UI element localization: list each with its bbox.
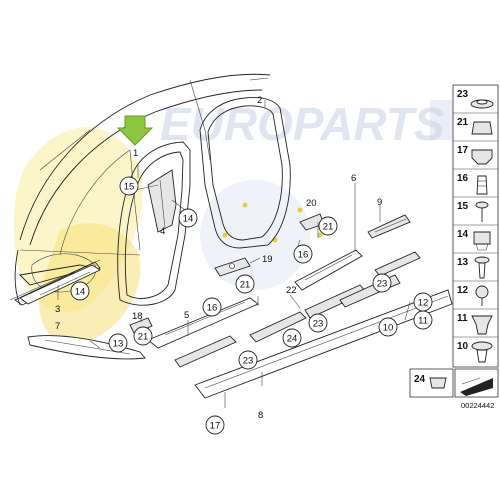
legend-label-12: 12 [457, 285, 469, 296]
retainer-clip-icon [471, 149, 493, 165]
entrance-trim-6 [294, 249, 363, 291]
circled-15: 15 [124, 182, 135, 193]
highlight-arrow-icon [116, 115, 154, 146]
legend-label-13: 13 [457, 257, 469, 268]
leader-lines [57, 100, 411, 408]
circled-14-b: 14 [75, 287, 86, 298]
callout-4: 4 [160, 226, 165, 237]
circled-23-a: 23 [377, 279, 388, 290]
clip-18 [129, 317, 153, 334]
cap-icon [471, 341, 493, 351]
callout-1: 1 [133, 148, 138, 159]
plug-icon [476, 175, 488, 195]
legend-label-14: 14 [457, 229, 469, 240]
clip-24-icon [429, 377, 447, 389]
legend-label-10: 10 [457, 341, 469, 352]
expanding-nut-icon [473, 231, 491, 245]
legend-label-17: 17 [457, 145, 469, 156]
spreader-rivet-icon [471, 315, 493, 335]
circled-24: 24 [287, 334, 298, 345]
circled-21-a: 21 [323, 222, 334, 233]
legend-label-21: 21 [457, 117, 469, 128]
callout-20: 20 [306, 198, 317, 209]
callout-3: 3 [55, 304, 60, 315]
pillar-trim [147, 169, 177, 233]
legend-label-16: 16 [457, 173, 469, 184]
callout-19: 19 [262, 254, 273, 265]
circled-21-b: 21 [240, 280, 251, 291]
circled-callouts: 15 14 14 13 21 21 21 16 16 23 23 23 24 1… [70, 176, 433, 435]
callout-8: 8 [258, 410, 263, 421]
sill-section-icon [460, 378, 493, 396]
screw-icon [475, 201, 489, 209]
callout-7: 7 [55, 321, 60, 332]
circled-23-b: 23 [313, 319, 324, 330]
circled-12: 12 [418, 298, 429, 309]
legend-label-23: 23 [457, 89, 469, 100]
sill-panel-7 [27, 335, 146, 360]
callout-2: 2 [257, 95, 262, 106]
circled-10: 10 [383, 323, 394, 334]
parts-legend: 23 21 17 16 15 14 13 12 11 10 24 [409, 84, 499, 410]
circled-23-c: 23 [243, 356, 254, 367]
door-seal-outer [199, 97, 291, 249]
legend-label-24: 24 [414, 374, 426, 385]
circled-13: 13 [113, 339, 124, 350]
callout-5: 5 [184, 310, 189, 321]
sill-strip-3 [19, 264, 101, 305]
clip-19 [214, 257, 251, 277]
circled-16-b: 16 [207, 303, 218, 314]
callout-6: 6 [351, 173, 356, 184]
push-nut-icon [475, 285, 489, 299]
callout-9: 9 [377, 197, 382, 208]
circled-14-a: 14 [183, 214, 194, 225]
circled-11: 11 [418, 316, 428, 327]
clip-9 [367, 214, 411, 239]
door-seal-inner [117, 141, 191, 306]
watermark-text: EUROPARTS [160, 98, 445, 150]
clip-nut-icon [471, 121, 493, 135]
callout-18: 18 [132, 311, 143, 322]
circled-16-a: 16 [298, 250, 309, 261]
circled-21-c: 21 [138, 332, 149, 343]
doc-number: 00224442 [461, 401, 494, 410]
legend-label-11: 11 [457, 313, 468, 324]
rivet-icon [474, 256, 490, 264]
callout-22: 22 [286, 285, 297, 296]
circled-17: 17 [210, 421, 221, 432]
legend-label-15: 15 [457, 201, 469, 212]
